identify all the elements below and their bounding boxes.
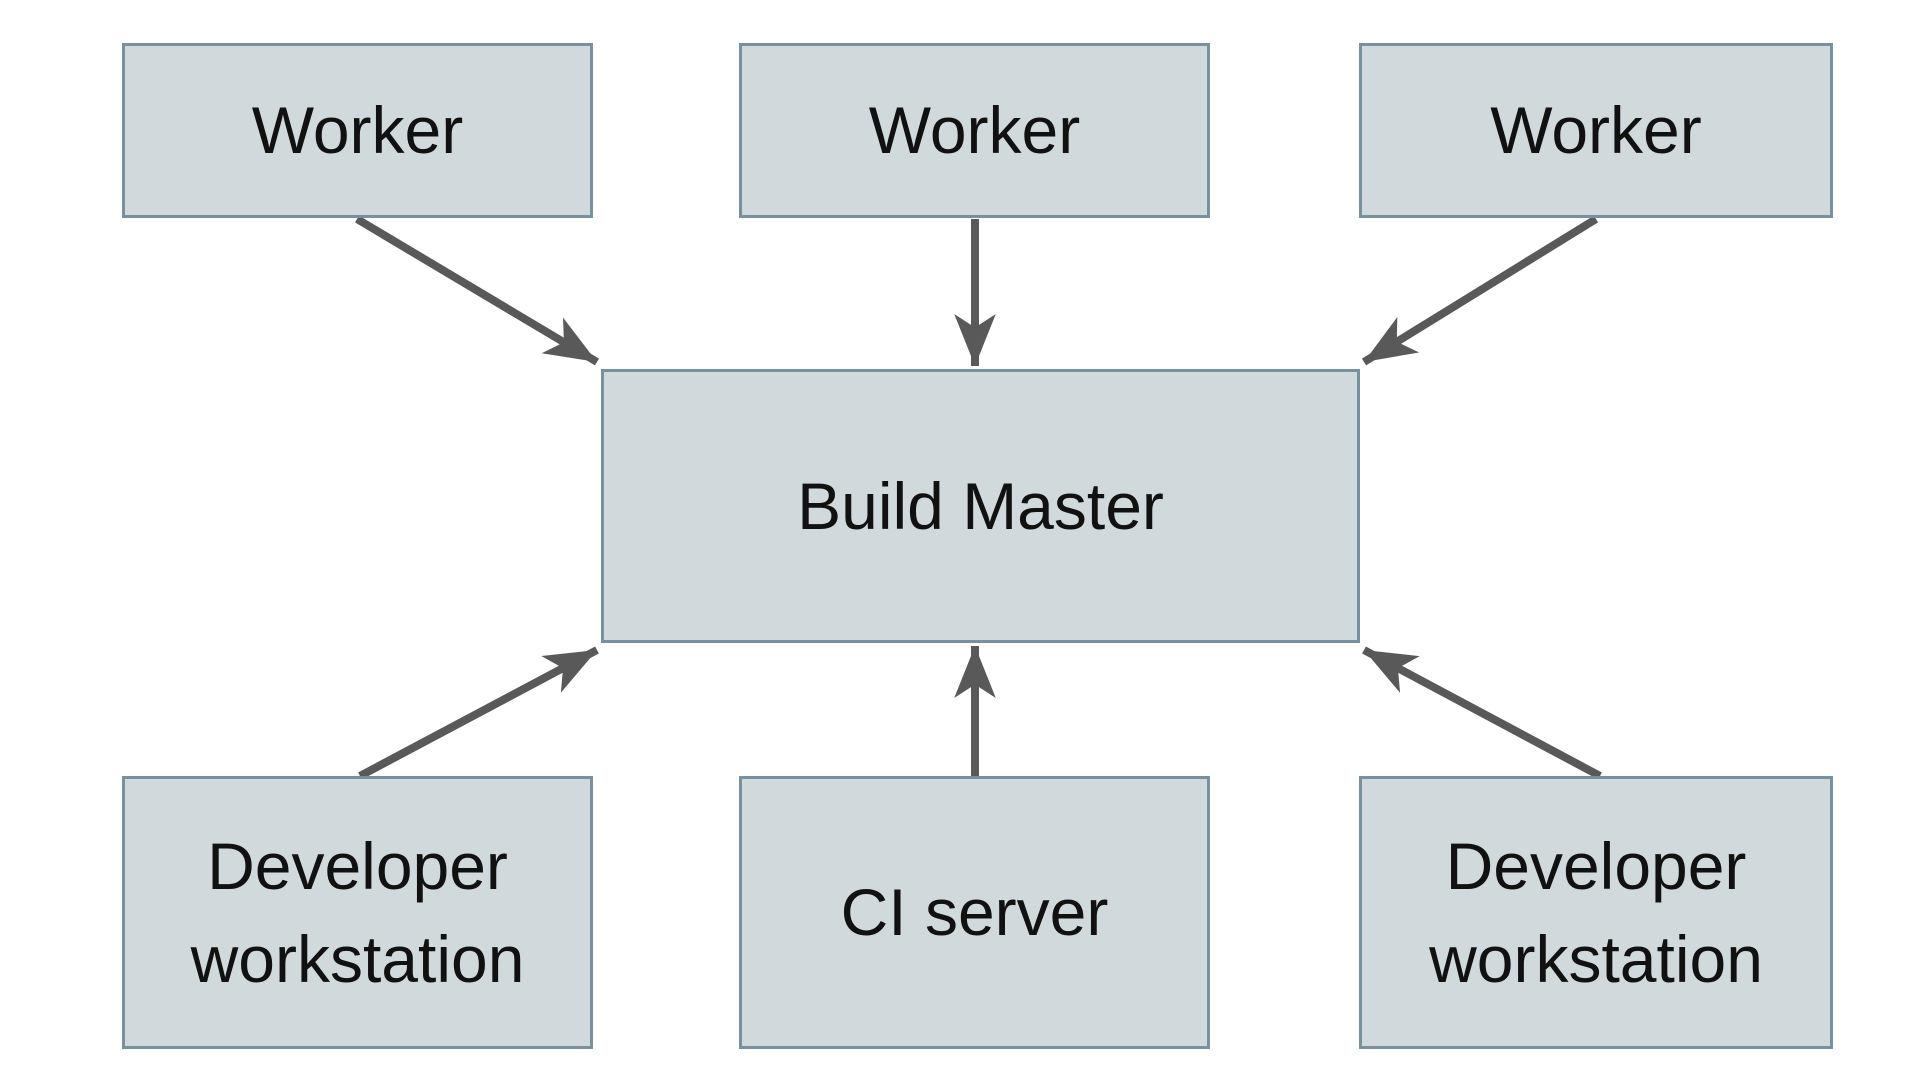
node-worker-right: Worker	[1359, 43, 1833, 218]
node-developer-workstation-right: Developer workstation	[1359, 776, 1833, 1049]
node-build-master-label: Build Master	[797, 468, 1164, 543]
node-worker-left-label: Worker	[251, 93, 464, 168]
node-worker-right-label: Worker	[1490, 93, 1702, 168]
node-developer-workstation-left: Developer workstation	[122, 776, 593, 1049]
arrow-dev-left-to-build-master	[358, 646, 599, 780]
node-developer-workstation-right-label: Developer workstation	[1429, 829, 1763, 996]
node-worker-middle: Worker	[739, 43, 1210, 218]
arrow-worker-left-to-build-master	[354, 215, 600, 366]
node-ci-server-label: CI server	[840, 875, 1109, 950]
node-ci-server: CI server	[739, 776, 1210, 1049]
node-build-master: Build Master	[601, 369, 1360, 643]
arrow-dev-right-to-build-master	[1362, 646, 1602, 780]
arrow-worker-right-to-build-master	[1361, 215, 1599, 366]
node-worker-middle-label: Worker	[868, 93, 1081, 168]
node-worker-left: Worker	[122, 43, 593, 218]
node-developer-workstation-left-label: Developer workstation	[190, 829, 525, 996]
